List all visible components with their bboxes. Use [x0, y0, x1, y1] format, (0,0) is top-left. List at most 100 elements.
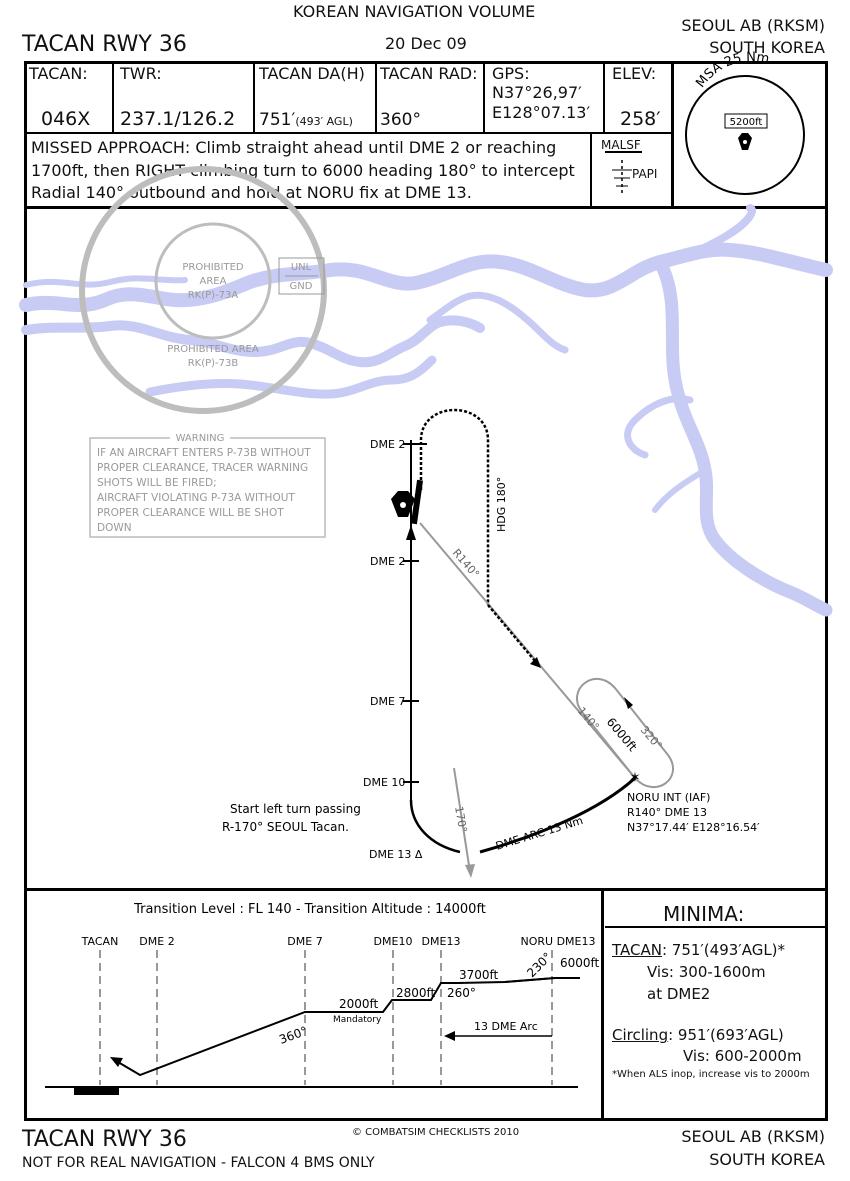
lower-limit: GND [290, 281, 313, 292]
lead-radial-arrow [465, 864, 475, 878]
minima-tacan-value: : 751′(493′AGL)* [661, 941, 786, 959]
divider [603, 63, 605, 133]
radial-cell: TACAN RAD: 360° [380, 64, 482, 132]
approach-lighting-label: MALSF [601, 138, 641, 152]
radial-label: TACAN RAD: [380, 64, 478, 83]
transition-info: Transition Level : FL 140 - Transition A… [133, 902, 486, 917]
profile-fix-dme13: DME13 [422, 935, 461, 948]
warning-title: WARNING [176, 433, 225, 444]
prohibited-b-label: PROHIBITED AREA [167, 344, 259, 355]
divider [483, 63, 485, 133]
minima-tacan-label: TACAN [612, 941, 662, 959]
tower-frequency: 237.1/126.2 [120, 108, 236, 131]
footer-country: SOUTH KOREA [709, 1150, 825, 1169]
divider [601, 890, 604, 1120]
minima-tacan-vis: Vis: 300-1600m [647, 963, 766, 981]
seoul-tacan-icon [391, 491, 415, 517]
divider [26, 206, 826, 209]
divider [253, 63, 255, 133]
chart-date: 20 Dec 09 [385, 34, 467, 53]
tacan-channel: 046X [41, 108, 91, 131]
gps-latitude: N37°26,97′ [492, 82, 582, 102]
elevation-label: ELEV: [612, 64, 657, 83]
missed-heading-label: HDG 180° [495, 477, 508, 532]
procedure-title: TACAN RWY 36 [22, 32, 187, 57]
minima-circling-row: Circling: 951′(693′AGL) [612, 1028, 784, 1043]
profile-runway [74, 1087, 119, 1095]
profile-alt-3700: 3700ft [459, 968, 499, 982]
profile-fix-dme2: DME 2 [139, 935, 174, 948]
profile-mandatory: Mandatory [333, 1015, 382, 1025]
prohibited-a-id: RK(P)-73A [188, 290, 239, 301]
minima-title: MINIMA: [663, 902, 745, 926]
minima-tacan-row: TACAN: 751′(493′AGL)* [612, 943, 785, 958]
lead-radial-170 [453, 767, 471, 873]
missed-approach-line1: MISSED APPROACH: Climb straight ahead un… [31, 138, 557, 157]
holding-pattern [575, 677, 675, 789]
tower-cell: TWR: 237.1/126.2 [120, 65, 250, 132]
divider [26, 888, 826, 891]
footer-disclaimer: NOT FOR REAL NAVIGATION - FALCON 4 BMS O… [22, 1155, 375, 1171]
minima-circling-label: Circling [612, 1026, 669, 1044]
profile-course-230: 230° [524, 950, 554, 980]
footer-airport: SEOUL AB (RKSM) [681, 1127, 825, 1146]
footer-copyright: © COMBATSIM CHECKLISTS 2010 [352, 1127, 520, 1138]
warning-line6: DOWN [97, 522, 132, 534]
approach-arrow [406, 525, 416, 540]
elevation-value: 258′ [620, 108, 661, 131]
noru-coordinates: N37°17.44′ E128°16.54′ [627, 821, 760, 834]
profile-alt-2000: 2000ft [339, 997, 379, 1011]
lead-radial-label: 170° [452, 805, 469, 833]
hold-outbound-arrow [624, 697, 633, 709]
chart-frame [24, 61, 828, 1121]
prohibited-b-id: RK(P)-73B [188, 358, 239, 369]
warning-line1: IF AN AIRCRAFT ENTERS P-73B WITHOUT [97, 447, 311, 459]
footer-procedure: TACAN RWY 36 [22, 1127, 187, 1152]
warning-line2: PROPER CLEARANCE, TRACER WARNING [97, 462, 308, 474]
prohibited-area-73a-boundary [154, 222, 272, 340]
prohibited-a-label: PROHIBITED [182, 262, 244, 273]
profile-alt-2800: 2800ft [396, 986, 436, 1000]
volume-title: KOREAN NAVIGATION VOLUME [293, 2, 536, 21]
divider [112, 63, 114, 133]
noru-name: NORU INT (IAF) [627, 791, 710, 804]
missed-intercept [487, 604, 536, 662]
gps-cell: GPS: N37°26,97′ E128°07.13′ [492, 65, 602, 132]
gps-longitude: E128°07.13′ [492, 102, 591, 122]
papi-label: PAPI [632, 167, 658, 181]
minima-header [605, 892, 825, 928]
tacan-label: TACAN: [29, 64, 88, 83]
da-agl: (493′ AGL) [295, 115, 353, 129]
missed-approach-turn [419, 408, 490, 605]
divider [671, 63, 674, 209]
elevation-cell: ELEV: 258′ [612, 64, 670, 132]
da-label: TACAN DA(H) [259, 64, 365, 83]
minima-circling-value: : 951′(693′AGL) [668, 1026, 784, 1044]
dme-arc [479, 776, 637, 854]
profile-fix-noru: NORU DME13 [521, 935, 596, 948]
runway-symbol [410, 479, 424, 525]
warning-line4: AIRCRAFT VIOLATING P-73A WITHOUT [97, 492, 295, 504]
upper-limit: UNL [291, 262, 312, 273]
intercept-arrow [530, 657, 541, 668]
minima-circling-vis: Vis: 600-2000m [683, 1047, 802, 1065]
profile-alt-6000: 6000ft [560, 956, 600, 970]
da-cell: TACAN DA(H) 751′(493′ AGL) [259, 64, 373, 132]
profile-fix-dme7: DME 7 [287, 935, 322, 948]
profile-fix-tacan: TACAN [81, 935, 119, 948]
divider [590, 133, 592, 208]
dme13-fix: DME 13 Δ [369, 848, 423, 861]
minima-note: *When ALS inop, increase vis to 2000m [612, 1069, 810, 1080]
river [19, 204, 833, 617]
dme10-fix: DME 10 [363, 776, 405, 789]
divider [26, 132, 672, 134]
da-value: 751′ [259, 110, 296, 131]
minima-tacan-at: at DME2 [647, 985, 711, 1003]
divider [375, 63, 377, 133]
arc-segment-label: 13 DME Arc [474, 1020, 538, 1033]
dme2-fix-top: DME 2 [370, 438, 405, 451]
country-name: SOUTH KOREA [709, 38, 825, 57]
warning-line5: PROPER CLEARANCE WILL BE SHOT [97, 507, 284, 519]
